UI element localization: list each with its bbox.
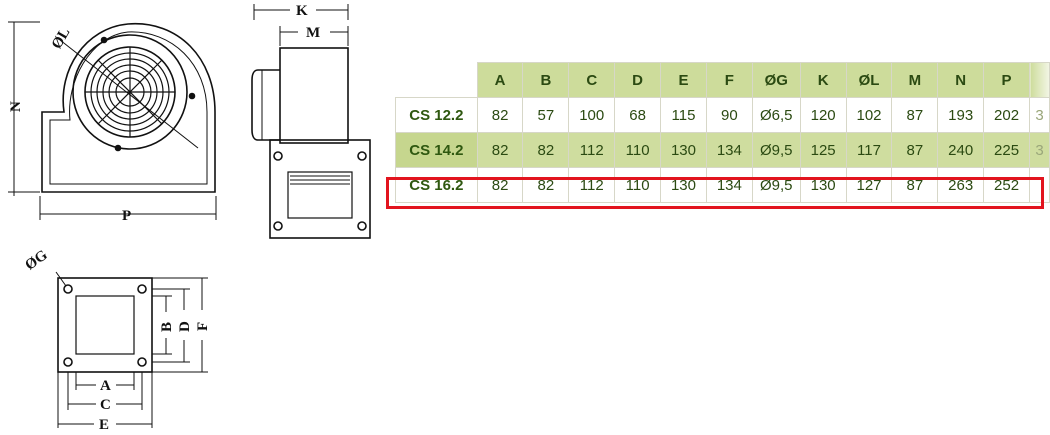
value-cell: 68 xyxy=(614,97,662,133)
column-header: M xyxy=(891,62,939,98)
column-header: C xyxy=(568,62,616,98)
label-dim-P: P xyxy=(122,208,131,224)
column-header: A xyxy=(476,62,524,98)
value-cell: 87 xyxy=(891,97,939,133)
model-name-cell: CS 14.2 xyxy=(395,132,478,168)
value-cell: 112 xyxy=(568,132,616,168)
value-cell: 225 xyxy=(983,132,1030,168)
value-cell: 120 xyxy=(799,97,847,133)
label-dim-G: ØG xyxy=(22,247,51,274)
value-cell: 193 xyxy=(937,97,985,133)
column-header: B xyxy=(522,62,570,98)
value-cell: 82 xyxy=(522,167,570,203)
value-cell-cut: 3 xyxy=(1029,97,1050,133)
value-cell: 102 xyxy=(845,97,893,133)
flange-view xyxy=(55,271,208,428)
value-cell: 130 xyxy=(799,167,847,203)
value-cell: Ø9,5 xyxy=(751,167,801,203)
blower-side-view xyxy=(251,4,371,239)
value-cell: 112 xyxy=(568,167,616,203)
value-cell: 57 xyxy=(522,97,570,133)
column-header: P xyxy=(983,62,1030,98)
header-corner xyxy=(395,62,478,98)
value-cell-cut xyxy=(1029,167,1050,203)
value-cell: 130 xyxy=(660,132,707,168)
column-header: ØL xyxy=(845,62,893,98)
value-cell: 252 xyxy=(983,167,1030,203)
value-cell: 110 xyxy=(614,132,662,168)
value-cell: 117 xyxy=(845,132,893,168)
value-cell: 87 xyxy=(891,132,939,168)
label-dim-N: N xyxy=(8,101,24,112)
model-name-cell: CS 16.2 xyxy=(395,167,478,203)
column-header: F xyxy=(705,62,753,98)
value-cell: 82 xyxy=(476,167,524,203)
model-name-cell: CS 12.2 xyxy=(395,97,478,133)
column-header-cut xyxy=(1029,62,1050,98)
column-header: K xyxy=(799,62,847,98)
label-dim-B: B xyxy=(159,322,175,332)
value-cell: 115 xyxy=(660,97,707,133)
value-cell-cut: 3 xyxy=(1029,132,1050,168)
column-header: ØG xyxy=(751,62,801,98)
value-cell: 110 xyxy=(614,167,662,203)
value-cell: 130 xyxy=(660,167,707,203)
blower-front-view xyxy=(8,21,217,220)
column-header: N xyxy=(937,62,985,98)
value-cell: 90 xyxy=(705,97,753,133)
value-cell: Ø9,5 xyxy=(751,132,801,168)
value-cell: 82 xyxy=(522,132,570,168)
value-cell: 87 xyxy=(891,167,939,203)
label-dim-E: E xyxy=(99,417,109,433)
label-dim-A: A xyxy=(100,378,111,394)
value-cell: 82 xyxy=(476,97,524,133)
label-dim-F: F xyxy=(195,322,211,331)
value-cell: 125 xyxy=(799,132,847,168)
value-cell: 240 xyxy=(937,132,985,168)
column-header: E xyxy=(660,62,707,98)
label-dim-K: K xyxy=(296,3,308,19)
value-cell: 263 xyxy=(937,167,985,203)
value-cell: 82 xyxy=(476,132,524,168)
label-dim-C: C xyxy=(100,397,111,413)
label-dim-D: D xyxy=(177,321,193,332)
column-header: D xyxy=(614,62,662,98)
value-cell: Ø6,5 xyxy=(751,97,801,133)
value-cell: 202 xyxy=(983,97,1030,133)
label-dim-M: M xyxy=(306,25,320,41)
value-cell: 127 xyxy=(845,167,893,203)
value-cell: 100 xyxy=(568,97,616,133)
value-cell: 134 xyxy=(705,132,753,168)
technical-drawing: ØL N P K M ØG A C E B D F xyxy=(8,3,371,433)
value-cell: 134 xyxy=(705,167,753,203)
